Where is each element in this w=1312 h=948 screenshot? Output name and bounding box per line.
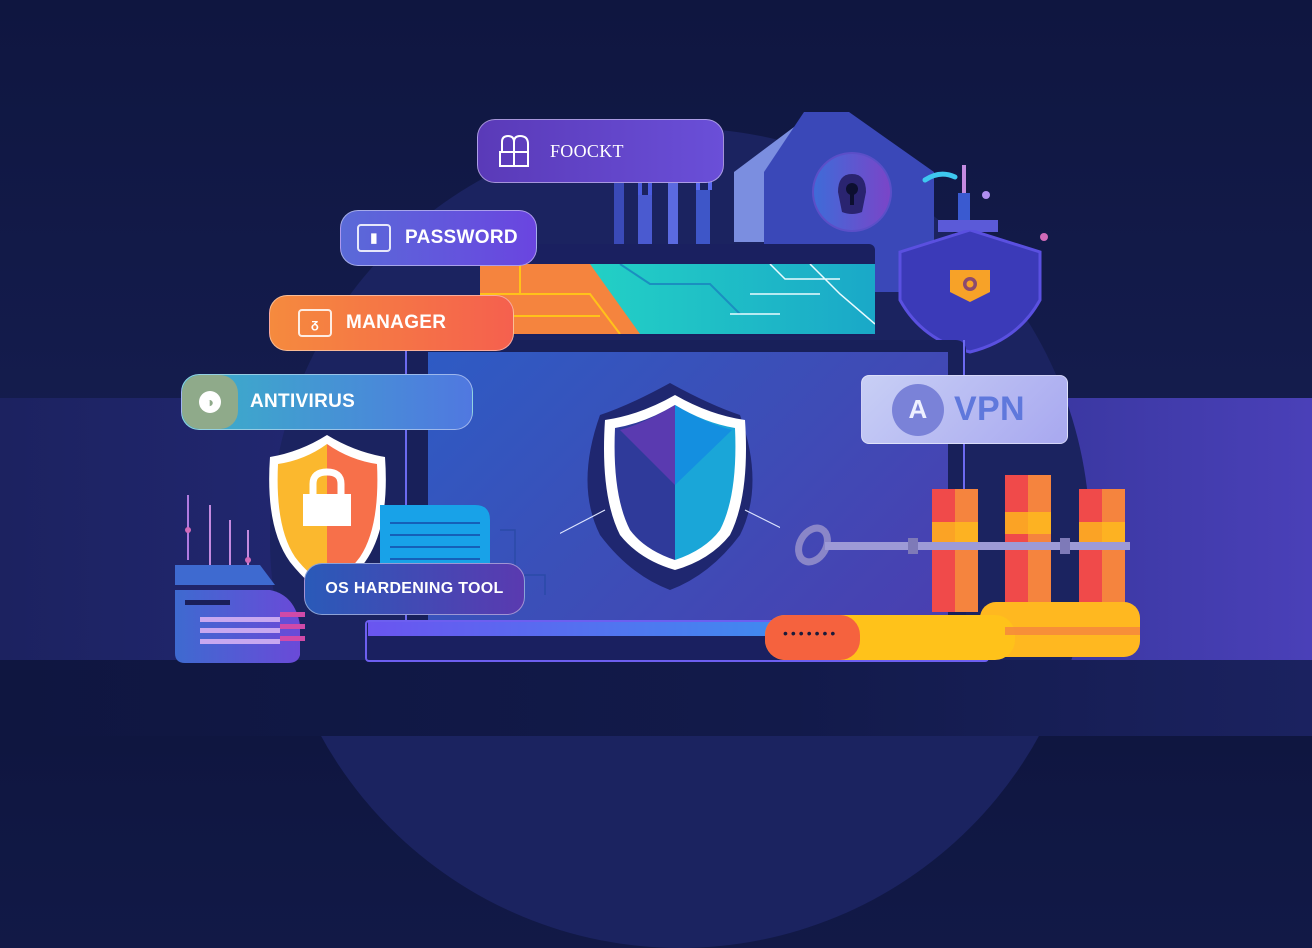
circuit-strip (480, 264, 875, 334)
battery-slider (765, 602, 1140, 660)
lock-shield-icon (269, 435, 386, 594)
password-dots: ••••••• (783, 625, 839, 641)
manager-pill[interactable]: ᵹ MANAGER (269, 295, 514, 351)
bug-shield-icon: ◑ (182, 375, 238, 429)
password-label: PASSWORD (405, 227, 518, 248)
server-device (175, 495, 305, 663)
vault-door-icon: ᵹ (298, 309, 332, 337)
key-lock-pins (795, 475, 1130, 612)
floor (0, 660, 1312, 736)
os-hardening-label: OS HARDENING TOOL (325, 580, 504, 597)
laptop-base-highlight (368, 622, 788, 636)
vpn-shield (898, 230, 1042, 354)
antivirus-label: ANTIVIRUS (250, 391, 356, 412)
antivirus-pill[interactable]: ◑ ANTIVIRUS (181, 374, 473, 430)
password-pill[interactable]: ▮ PASSWORD (340, 210, 537, 266)
antenna (922, 165, 1048, 241)
connector-line (405, 350, 407, 620)
center-shield-icon (560, 383, 780, 590)
toolkit-pill[interactable]: FOOCKT (477, 119, 724, 183)
os-hardening-pill[interactable]: OS HARDENING TOOL (304, 563, 525, 615)
keyhole-icon: ▮ (357, 224, 391, 252)
vpn-badge: A (892, 383, 944, 436)
toolkit-label: FOOCKT (550, 140, 624, 161)
manager-label: MANAGER (346, 312, 447, 333)
vpn-card[interactable]: A VPN (861, 375, 1068, 444)
vpn-label: VPN (954, 390, 1025, 428)
blocks-icon (499, 134, 529, 167)
